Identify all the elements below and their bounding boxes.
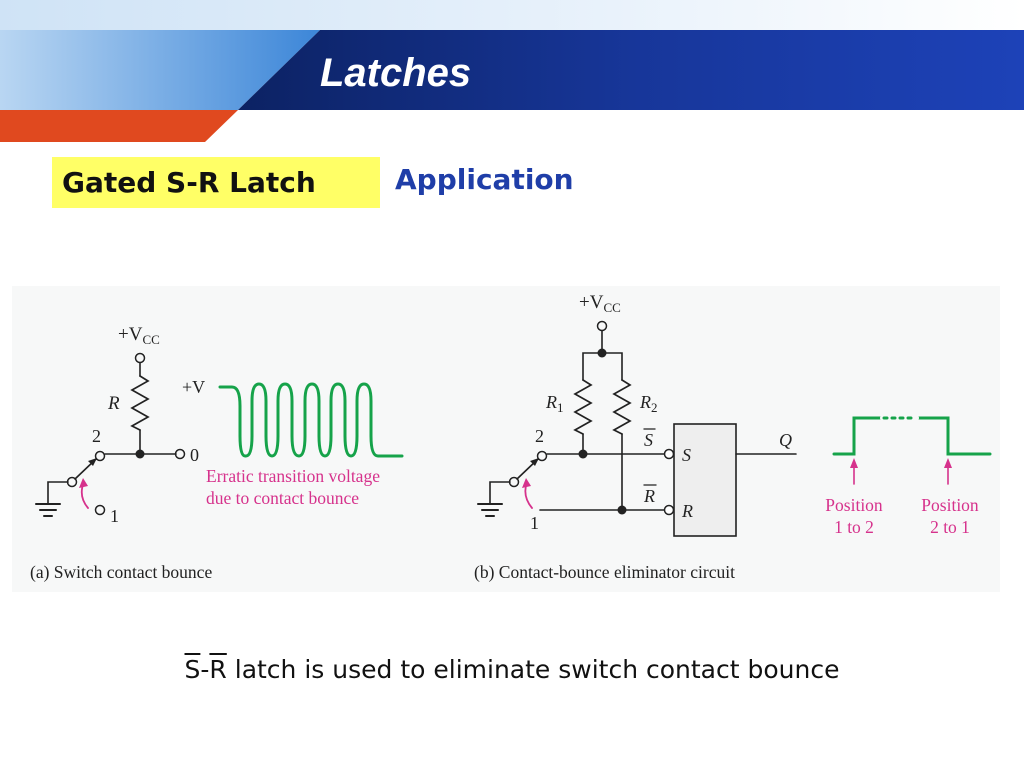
ground-wire-a bbox=[47, 481, 69, 505]
q-output-label: Q bbox=[779, 430, 792, 450]
position-2-label-a: 2 bbox=[92, 426, 101, 446]
junction-r1-b bbox=[578, 449, 588, 459]
caption-s-overlined: S bbox=[184, 655, 201, 684]
resistor-label-a: R bbox=[107, 393, 120, 414]
topic-tag bbox=[52, 157, 380, 208]
plus-v-label-a: +V bbox=[182, 377, 205, 397]
header-accent-band bbox=[0, 110, 238, 142]
caption-r-overlined: R bbox=[209, 655, 227, 684]
position-2-to-1-line2: 2 to 1 bbox=[930, 517, 970, 537]
section-subtitle: Application bbox=[395, 163, 574, 196]
caption-b: (b) Contact-bounce eliminator circuit bbox=[474, 562, 735, 582]
bounce-note-line1: Erratic transition voltage bbox=[206, 466, 380, 486]
junction-dot-a bbox=[135, 449, 145, 459]
output-terminal-a bbox=[174, 448, 186, 460]
header-blue-band bbox=[0, 30, 320, 110]
position-1-to-2-line1: Position bbox=[825, 495, 883, 515]
switch-contact-1-a bbox=[94, 504, 106, 516]
circuit-figure: +VCC R 0 2 1 +V Erratic transition volta… bbox=[12, 286, 1000, 592]
latch-input-r: R bbox=[681, 501, 693, 521]
caption-a: (a) Switch contact bounce bbox=[30, 562, 212, 582]
position-2-label-b: 2 bbox=[535, 426, 544, 446]
bounce-waveform bbox=[218, 382, 404, 458]
vcc-label-b: +VCC bbox=[579, 292, 621, 315]
r-bar-label: R bbox=[643, 486, 655, 506]
resistor-r-a bbox=[130, 375, 150, 431]
position-1-to-2-line2: 1 to 2 bbox=[834, 517, 874, 537]
slide-caption: S-R latch is used to eliminate switch co… bbox=[0, 650, 1024, 690]
panel-b-eliminator-circuit: +VCC R1 R2 2 1 S R bbox=[474, 292, 992, 582]
topic-tag-label: Gated S-R Latch bbox=[62, 166, 316, 199]
switch-contact-2-a bbox=[94, 450, 106, 462]
latch-input-s: S bbox=[682, 445, 691, 465]
vcc-label-a: +VCC bbox=[118, 324, 160, 347]
header-banner bbox=[0, 0, 1024, 142]
caption-dash: - bbox=[200, 655, 210, 684]
resistor-r1-label: R1 bbox=[545, 392, 564, 415]
invert-bubble-r bbox=[663, 504, 675, 516]
header-light-band bbox=[0, 0, 1024, 30]
figure-background bbox=[12, 286, 1000, 592]
output-label-a: 0 bbox=[190, 445, 199, 465]
position-1-label-b: 1 bbox=[530, 513, 539, 533]
junction-r2-b bbox=[617, 505, 627, 515]
position-1-label-a: 1 bbox=[110, 506, 119, 526]
slide-title: Latches bbox=[320, 51, 472, 95]
ground-wire-b bbox=[489, 481, 511, 505]
panel-a-switch-bounce: +VCC R 0 2 1 +V Erratic transition volta… bbox=[30, 324, 404, 582]
resistor-r2-label: R2 bbox=[639, 392, 658, 415]
resistor-r1 bbox=[573, 379, 593, 435]
s-bar-label: S bbox=[644, 430, 653, 450]
invert-bubble-s bbox=[663, 448, 675, 460]
header-dark-band bbox=[238, 30, 1024, 110]
position-2-to-1-line1: Position bbox=[921, 495, 979, 515]
caption-text: latch is used to eliminate switch contac… bbox=[226, 655, 840, 684]
latch-block bbox=[673, 423, 737, 537]
switch-contact-2-b bbox=[536, 450, 548, 462]
resistor-r2 bbox=[612, 379, 632, 435]
bounce-note-line2: due to contact bounce bbox=[206, 488, 359, 508]
